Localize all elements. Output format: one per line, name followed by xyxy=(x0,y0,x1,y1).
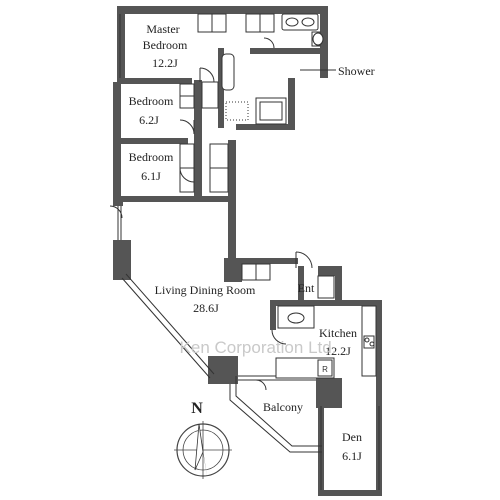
watermark: Ken Corporation Ltd. xyxy=(180,338,337,357)
room-labels: Master Bedroom 12.2J Bedroom 6.2J Bedroo… xyxy=(129,22,375,463)
kitchen-label: Kitchen xyxy=(319,326,357,340)
window-lines xyxy=(117,14,380,490)
bedroom-1-size: 6.2J xyxy=(139,113,159,127)
den-label: Den xyxy=(342,430,362,444)
compass-needle-tail-icon xyxy=(194,423,204,471)
master-bedroom-label-2: Bedroom xyxy=(143,38,188,52)
compass: N xyxy=(174,400,232,479)
kitchen-size: 12.2J xyxy=(325,344,351,358)
bedroom-2-size: 6.1J xyxy=(141,169,161,183)
den-size: 6.1J xyxy=(342,449,362,463)
north-label: N xyxy=(191,400,203,417)
bedroom-1-label: Bedroom xyxy=(129,94,174,108)
living-dining-size: 28.6J xyxy=(193,301,219,315)
master-bedroom-size: 12.2J xyxy=(152,56,178,70)
bedroom-2-label: Bedroom xyxy=(129,150,174,164)
fixtures xyxy=(179,13,377,379)
master-bedroom-label-1: Master xyxy=(146,22,179,36)
shower-label: Shower xyxy=(338,64,375,78)
balcony-label: Balcony xyxy=(263,400,303,414)
fridge-label: R xyxy=(322,365,328,374)
doors xyxy=(109,37,313,391)
walls xyxy=(113,6,382,496)
living-dining-label: Living Dining Room xyxy=(155,283,256,297)
entrance-label: Ent xyxy=(298,281,315,295)
